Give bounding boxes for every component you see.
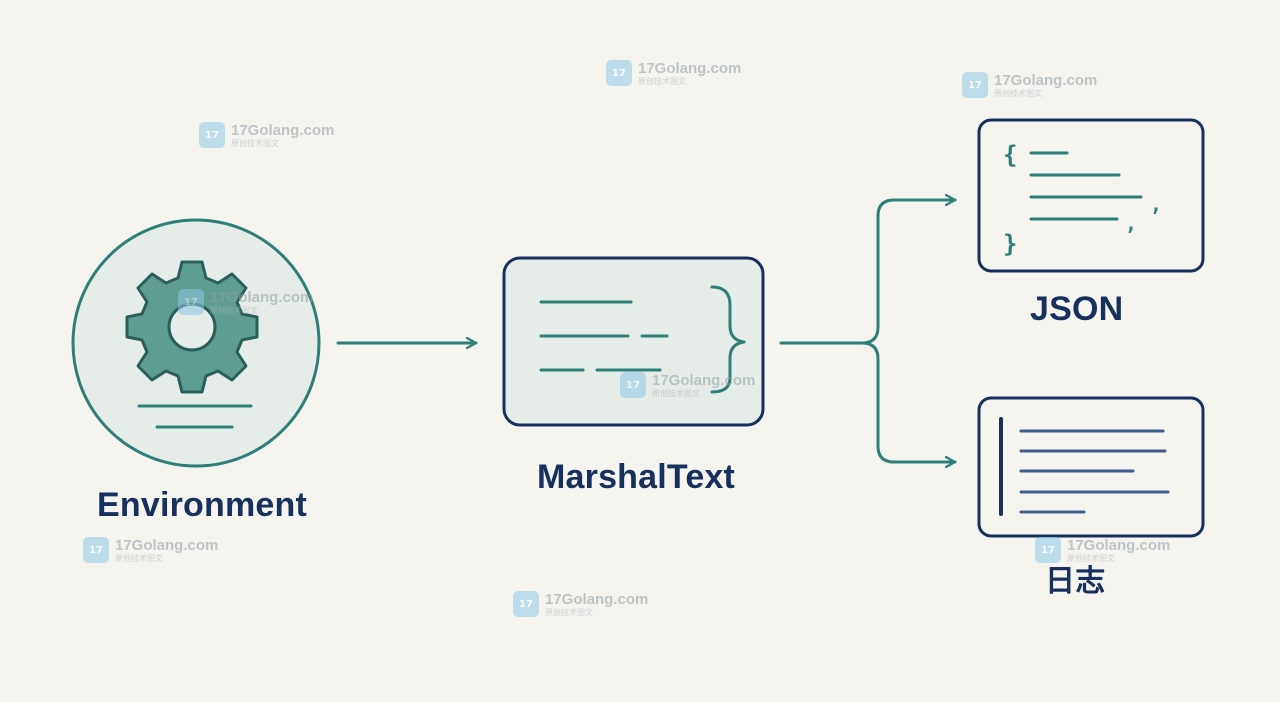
marshal-label: MarshalText [537, 458, 736, 496]
marshal-brace-icon [710, 285, 746, 394]
environment-label: Environment [97, 486, 308, 524]
gear-icon [125, 260, 259, 394]
log-label: 日志 [1045, 564, 1106, 599]
log-node [977, 396, 1205, 538]
marshal-node [502, 256, 765, 427]
json-comma-1: , [1150, 192, 1162, 216]
json-node: { , , } [977, 118, 1205, 273]
arrow-marshal-to-log [860, 341, 957, 462]
json-close-brace: } [1003, 230, 1017, 258]
json-open-brace: { [1003, 141, 1017, 169]
arrow-marshal-to-json [779, 200, 957, 345]
environment-node [71, 218, 321, 468]
json-comma-2: , [1125, 211, 1137, 235]
log-box [977, 396, 1205, 538]
marshal-box [502, 256, 765, 427]
json-label: JSON [1030, 290, 1124, 328]
